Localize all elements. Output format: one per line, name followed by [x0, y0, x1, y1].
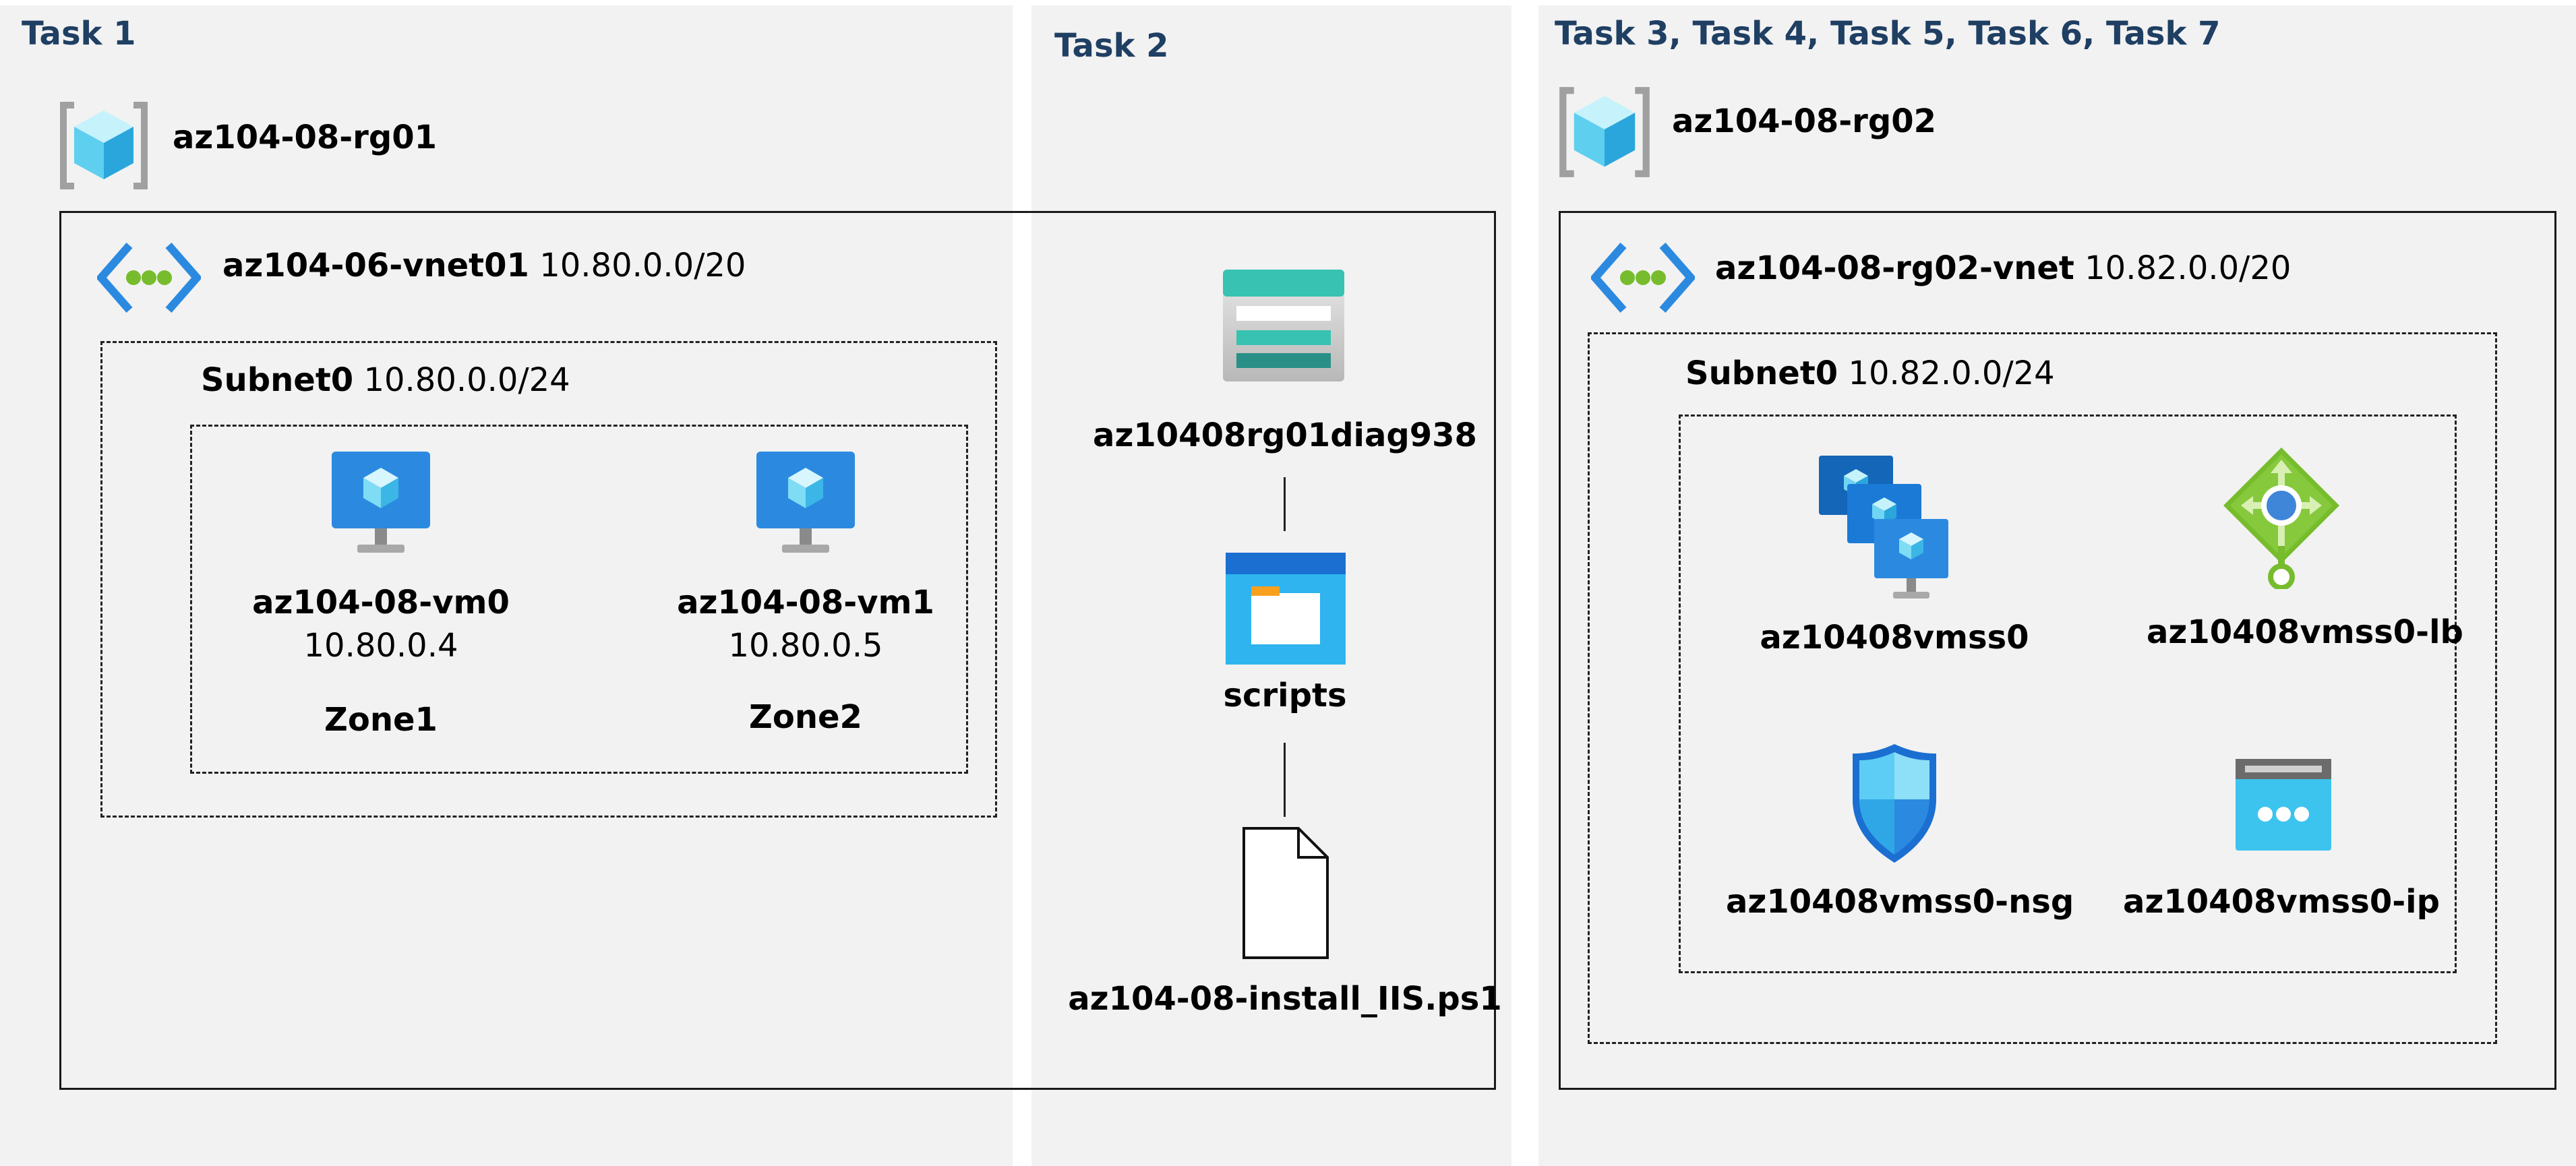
storage-account-label: az10408rg01diag938: [1093, 417, 1477, 454]
vnet02-label: az104-08-rg02-vnet 10.82.0.0/20: [1715, 249, 2292, 287]
vm1-ip: 10.80.0.5: [728, 627, 883, 665]
public-ip-icon: [2236, 759, 2331, 851]
virtual-network-icon: [1591, 243, 1695, 313]
vnet01-boundary: [59, 211, 1496, 1090]
vnet02-cidr: 10.82.0.0/20: [2085, 249, 2292, 287]
network-security-group-icon: [1853, 744, 1936, 863]
rg02-label: az104-08-rg02: [1672, 102, 1936, 140]
virtual-machine-icon: [756, 452, 855, 553]
vm0-name: az104-08-vm0: [252, 584, 510, 621]
virtual-network-icon: [97, 243, 201, 313]
public-ip-label: az10408vmss0-ip: [2123, 883, 2440, 921]
resource-group-icon: [1559, 87, 1650, 177]
vm0-ip: 10.80.0.4: [303, 627, 458, 665]
load-balancer-icon: [2223, 448, 2339, 589]
subnet02-cidr: 10.82.0.0/24: [1848, 355, 2055, 392]
connector-line: [1284, 743, 1286, 817]
vnet01-cidr: 10.80.0.0/20: [539, 247, 746, 284]
vnet01-label: az104-06-vnet01 10.80.0.0/20: [222, 247, 746, 284]
subnet01-label: Subnet0 10.80.0.0/24: [201, 361, 570, 399]
script-file-label: az104-08-install_IIS.ps1: [1068, 980, 1502, 1018]
file-icon: [1242, 827, 1329, 959]
vnet02-boundary: [1559, 211, 2556, 1090]
rg01-label: az104-08-rg01: [173, 119, 437, 156]
container-label: scripts: [1223, 677, 1347, 714]
subnet02-label: Subnet0 10.82.0.0/24: [1685, 355, 2055, 392]
task1-panel: [0, 5, 1013, 1166]
task2-title: Task 2: [1054, 27, 1169, 65]
vmss-resources-boundary: [1679, 415, 2457, 973]
nsg-label: az10408vmss0-nsg: [1726, 883, 2074, 921]
vm1-name: az104-08-vm1: [677, 584, 934, 621]
task1-title: Task 1: [22, 15, 136, 53]
resource-group-icon: [60, 102, 148, 189]
subnet01-cidr: 10.80.0.0/24: [363, 361, 570, 399]
vmss-label: az10408vmss0: [1760, 619, 2029, 656]
vm-scale-set-icon: [1819, 456, 1948, 599]
task3-title: Task 3, Task 4, Task 5, Task 6, Task 7: [1555, 15, 2221, 53]
zones-boundary: [190, 425, 968, 774]
container-icon: [1226, 553, 1346, 665]
subnet02-boundary: [1588, 332, 2497, 1044]
virtual-machine-icon: [332, 452, 430, 553]
vm1-zone: Zone2: [749, 698, 862, 736]
storage-account-icon: [1223, 270, 1344, 381]
subnet01-boundary: [100, 341, 997, 818]
connector-line: [1284, 477, 1286, 531]
lb-label: az10408vmss0-lb: [2147, 613, 2463, 651]
vm0-zone: Zone1: [324, 701, 438, 739]
